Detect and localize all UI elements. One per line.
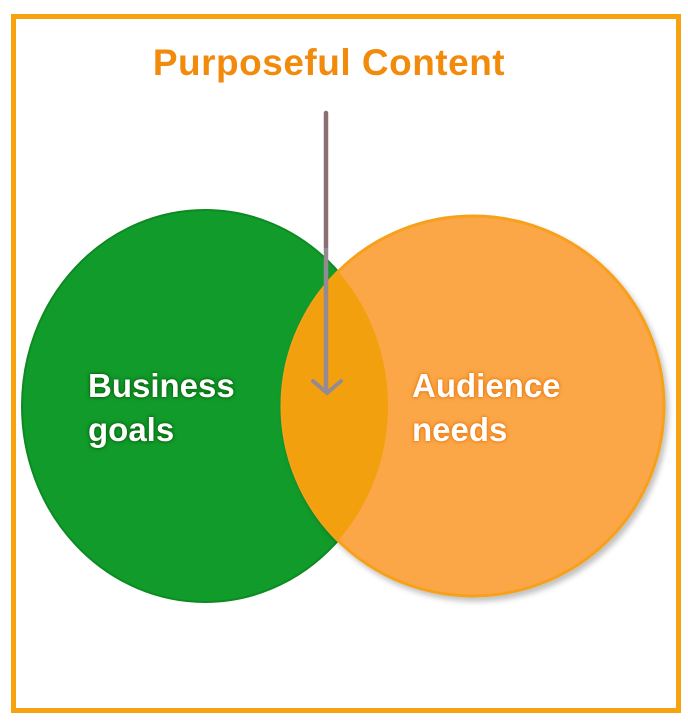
audience-needs-label: Audience needs bbox=[412, 364, 561, 452]
audience-needs-label-line-2: needs bbox=[412, 411, 508, 448]
arrow-down-icon bbox=[311, 110, 343, 396]
business-goals-label: Business goals bbox=[88, 364, 235, 452]
audience-needs-label-line-1: Audience bbox=[412, 367, 561, 404]
diagram-title: Purposeful Content bbox=[152, 42, 506, 83]
business-goals-label-line-1: Business bbox=[88, 367, 235, 404]
business-goals-label-line-2: goals bbox=[88, 411, 175, 448]
